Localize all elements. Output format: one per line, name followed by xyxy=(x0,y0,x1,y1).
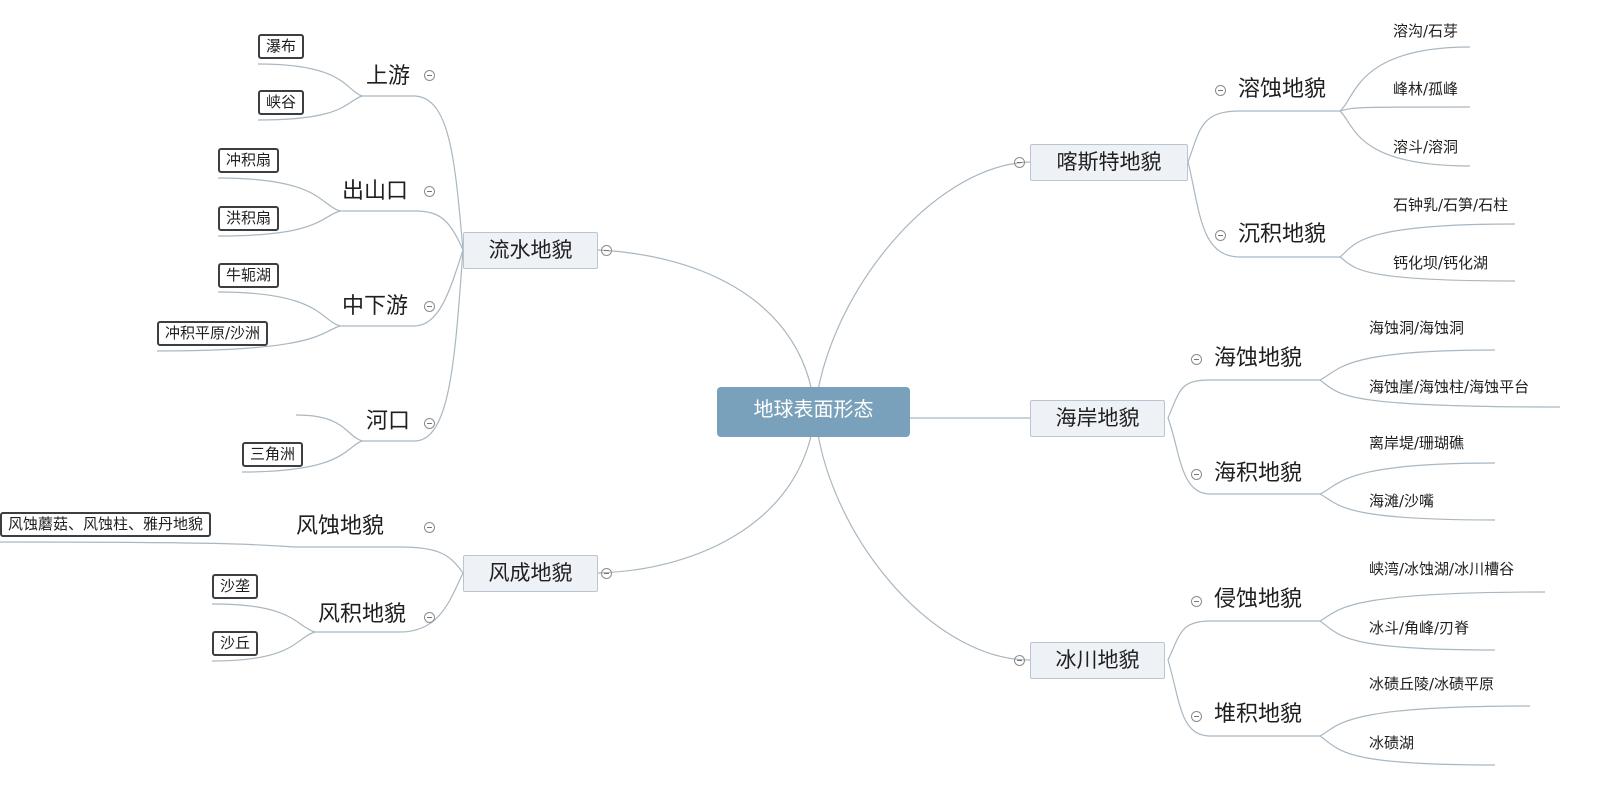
leaf-sand-ridge[interactable]: 沙垄 xyxy=(212,574,259,599)
link-fluvial-middle xyxy=(414,249,464,327)
leaf-peak-forest[interactable]: 峰林/孤峰 xyxy=(1393,80,1459,98)
collapse-icon[interactable] xyxy=(1014,157,1025,168)
topic-coastal-landforms[interactable]: 海岸地貌 xyxy=(1030,400,1165,437)
collapse-icon[interactable] xyxy=(1014,655,1025,666)
topic-glacial-landforms[interactable]: 冰川地貌 xyxy=(1030,642,1165,679)
leaf-sand-dune[interactable]: 沙丘 xyxy=(212,631,259,656)
subtopic-wind-erosion[interactable]: 风蚀地貌 xyxy=(296,514,385,539)
collapse-icon[interactable] xyxy=(1215,85,1226,96)
leaf-sea-cliff[interactable]: 海蚀崖/海蚀柱/海蚀平台 xyxy=(1369,378,1530,396)
link-fluvial-upper xyxy=(414,95,464,251)
subtopic-wind-deposition[interactable]: 风积地貌 xyxy=(318,602,407,627)
collapse-icon[interactable] xyxy=(424,612,435,623)
link-root-fluvial xyxy=(597,249,816,413)
collapse-icon[interactable] xyxy=(1191,354,1202,365)
link-root-aeolian xyxy=(597,411,816,574)
link-aeolian-deposition xyxy=(399,572,464,633)
leaf-waterfall[interactable]: 瀑布 xyxy=(258,34,305,59)
leaf-wind-erosion-forms[interactable]: 风蚀蘑菇、风蚀柱、雅丹地貌 xyxy=(0,512,212,537)
leaf-beach-spit[interactable]: 海滩/沙嘴 xyxy=(1369,492,1435,510)
collapse-icon[interactable] xyxy=(424,301,435,312)
subtopic-solution-landforms[interactable]: 溶蚀地貌 xyxy=(1238,77,1327,102)
collapse-icon[interactable] xyxy=(1215,230,1226,241)
leaf-sea-cave[interactable]: 海蚀洞/海蚀洞 xyxy=(1369,319,1465,337)
link-root-glacial xyxy=(814,411,1031,661)
link-fluvial-mouth xyxy=(414,210,464,251)
collapse-icon[interactable] xyxy=(601,568,612,579)
subtopic-glacial-erosion[interactable]: 侵蚀地貌 xyxy=(1214,587,1303,612)
leaf-oxbow-lake[interactable]: 牛轭湖 xyxy=(218,263,280,288)
collapse-icon[interactable] xyxy=(1191,711,1202,722)
leaf-canyon[interactable]: 峡谷 xyxy=(258,90,305,115)
collapse-icon[interactable] xyxy=(1191,596,1202,607)
leaf-barrier-reef[interactable]: 离岸堤/珊瑚礁 xyxy=(1369,434,1465,452)
link-root-karst xyxy=(814,161,1031,413)
subtopic-upper-reaches[interactable]: 上游 xyxy=(366,64,411,89)
leaf-moraine-lake[interactable]: 冰碛湖 xyxy=(1369,734,1415,752)
topic-fluvial-landforms[interactable]: 流水地貌 xyxy=(463,232,598,269)
collapse-icon[interactable] xyxy=(424,186,435,197)
leaf-speleothems[interactable]: 石钟乳/石笋/石柱 xyxy=(1393,196,1509,214)
leaf-delta[interactable]: 三角洲 xyxy=(242,442,304,467)
leaf-doline-cave[interactable]: 溶斗/溶洞 xyxy=(1393,138,1459,156)
subtopic-marine-deposition[interactable]: 海积地貌 xyxy=(1214,461,1303,486)
collapse-icon[interactable] xyxy=(424,70,435,81)
leaf-alluvial-fan[interactable]: 冲积扇 xyxy=(218,148,280,173)
collapse-icon[interactable] xyxy=(424,522,435,533)
subtopic-marine-erosion[interactable]: 海蚀地貌 xyxy=(1214,346,1303,371)
collapse-icon[interactable] xyxy=(1191,469,1202,480)
subtopic-mountain-outlet[interactable]: 出山口 xyxy=(342,179,409,204)
subtopic-middle-lower-reaches[interactable]: 中下游 xyxy=(342,294,409,319)
topic-aeolian-landforms[interactable]: 风成地貌 xyxy=(463,555,598,592)
link-fluvial-estuary xyxy=(414,249,464,442)
leaf-moraine[interactable]: 冰碛丘陵/冰碛平原 xyxy=(1369,675,1495,693)
collapse-icon[interactable] xyxy=(424,418,435,429)
subtopic-karst-deposition[interactable]: 沉积地貌 xyxy=(1238,222,1327,247)
subtopic-glacial-deposition[interactable]: 堆积地貌 xyxy=(1214,702,1303,727)
link-aeolian-erosion xyxy=(399,546,464,574)
leaf-karren[interactable]: 溶沟/石芽 xyxy=(1393,22,1459,40)
topic-karst-landforms[interactable]: 喀斯特地貌 xyxy=(1030,144,1188,181)
subtopic-estuary[interactable]: 河口 xyxy=(366,409,411,434)
leaf-fjord[interactable]: 峡湾/冰蚀湖/冰川槽谷 xyxy=(1369,560,1515,578)
leaf-travertine[interactable]: 钙化坝/钙化湖 xyxy=(1393,254,1489,272)
collapse-icon[interactable] xyxy=(601,245,612,256)
root-topic[interactable]: 地球表面形态 xyxy=(717,387,910,437)
leaf-alluvial-plain[interactable]: 冲积平原/沙洲 xyxy=(157,321,269,346)
leaf-pluvial-fan[interactable]: 洪积扇 xyxy=(218,206,280,231)
leaf-cirque[interactable]: 冰斗/角峰/刃脊 xyxy=(1369,619,1470,637)
